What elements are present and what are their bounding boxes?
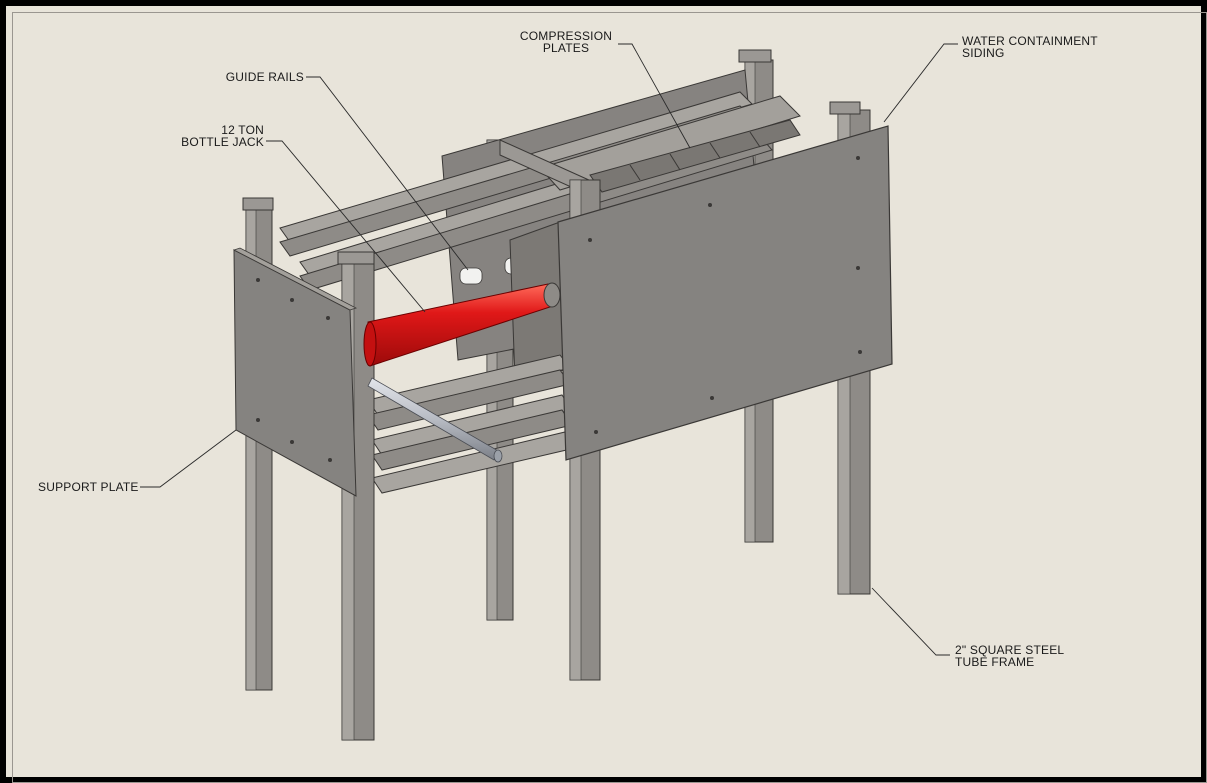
leader-bottle-jack	[266, 140, 426, 313]
label-water-containment-siding: WATER CONTAINMENT SIDING	[962, 34, 1098, 60]
leader-guide-rails	[306, 76, 469, 271]
support-plate	[232, 247, 358, 497]
leader-water-siding	[883, 43, 958, 123]
bottle-jack	[363, 282, 561, 367]
leader-tube-frame	[871, 587, 950, 656]
bottom-rails	[367, 354, 576, 494]
jack-handle	[367, 377, 503, 463]
label-compression-plates: COMPRESSION PLATES	[519, 29, 613, 55]
label-support-plate: SUPPORT PLATE	[38, 480, 139, 494]
label-bottle-jack: 12 TON BOTTLE JACK	[181, 123, 264, 149]
leader-support-plate	[140, 429, 237, 488]
leader-lines	[140, 43, 958, 656]
leader-compression-plates	[618, 43, 691, 149]
water-containment-siding	[557, 125, 893, 461]
label-tube-frame: 2" SQUARE STEEL TUBE FRAME	[955, 643, 1065, 669]
label-guide-rails: GUIDE RAILS	[225, 70, 304, 84]
